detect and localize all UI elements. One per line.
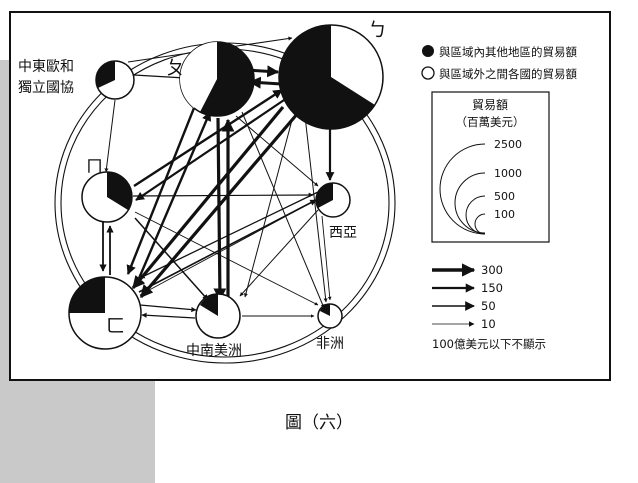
label-ci: ㄈ (106, 315, 125, 337)
label-bo: ㄅ (368, 19, 387, 41)
flow-bo-mo (135, 97, 288, 201)
label-po: ㄆ (166, 57, 185, 79)
region-mo (81, 171, 133, 223)
region-ci (68, 276, 142, 350)
flow-mo-africa (134, 211, 319, 306)
figure-caption: 圖（六） (285, 413, 353, 433)
label-mideast-line2: 獨立國協 (18, 80, 74, 96)
region-bo (278, 24, 384, 130)
legend-intra-text: 與區域內其他地區的貿易額 (439, 45, 577, 59)
legend-scale-title: 貿易額 (472, 98, 508, 112)
label-mo: ㄇ (86, 157, 103, 177)
legend-inter-text: 與區域外之間各國的貿易額 (439, 67, 577, 81)
label-westasia: 西亞 (329, 225, 357, 241)
flow-bo-po (248, 76, 282, 89)
region-po (179, 41, 255, 117)
flow-bo-africa (304, 115, 328, 303)
flow-po-ci (126, 107, 196, 275)
region-latam (195, 293, 241, 339)
flow-ci-latam (139, 304, 197, 313)
flow-bo-latam (243, 119, 293, 298)
legend-circle-value-1: 2500 (494, 138, 522, 151)
flow-ci-po (135, 111, 212, 284)
legend-inter-swatch (421, 66, 435, 80)
legend-arrow-value-2: 150 (481, 281, 503, 295)
label-africa: 非洲 (316, 336, 344, 352)
flow-mo-bo (133, 88, 283, 188)
legend-circle-value-3: 500 (494, 190, 515, 203)
region-africa (317, 303, 343, 329)
legend-circle-value-4: 100 (494, 208, 515, 221)
flow-latam-ci (141, 312, 196, 319)
legend-arrow-value-3: 50 (481, 299, 496, 313)
legend-scale-box (431, 91, 550, 243)
flow-po-africa (241, 111, 325, 309)
legend-scale-circles (439, 143, 486, 235)
flow-westasia-ci (139, 191, 319, 279)
region-mideast (95, 60, 135, 100)
flow-po-westasia (235, 115, 319, 187)
flow-ci-westasia-b (139, 199, 317, 296)
label-latam: 中南美洲 (186, 343, 242, 359)
legend-footnote: 100億美元以下不顯示 (432, 337, 546, 351)
flow-westasia-africa (321, 215, 332, 301)
legend-arrow-value-1: 300 (481, 263, 503, 277)
legend-intra-swatch (422, 45, 434, 57)
background-stripe-bottom (0, 428, 60, 458)
flow-mo-latam (134, 217, 209, 301)
label-mideast-line1: 中東歐和 (18, 59, 74, 75)
flow-bo-ci (131, 105, 285, 290)
legend: 與區域內其他地區的貿易額 與區域外之間各國的貿易額 貿易額 （百萬美元） 250… (421, 45, 577, 351)
flow-mo-westasia (132, 192, 314, 198)
flow-po-latam (213, 117, 227, 302)
flow-mideast-po (133, 74, 186, 81)
flow-mideast-mo (104, 99, 116, 173)
legend-scale-unit: （百萬美元） (456, 115, 525, 129)
legend-arrow-value-4: 10 (481, 317, 496, 331)
flow-arrows (99, 36, 335, 319)
flow-ci-westasia (138, 199, 317, 293)
region-westasia (315, 182, 351, 218)
flow-westasia-latam (239, 209, 319, 297)
legend-circle-value-2: 1000 (494, 167, 522, 180)
